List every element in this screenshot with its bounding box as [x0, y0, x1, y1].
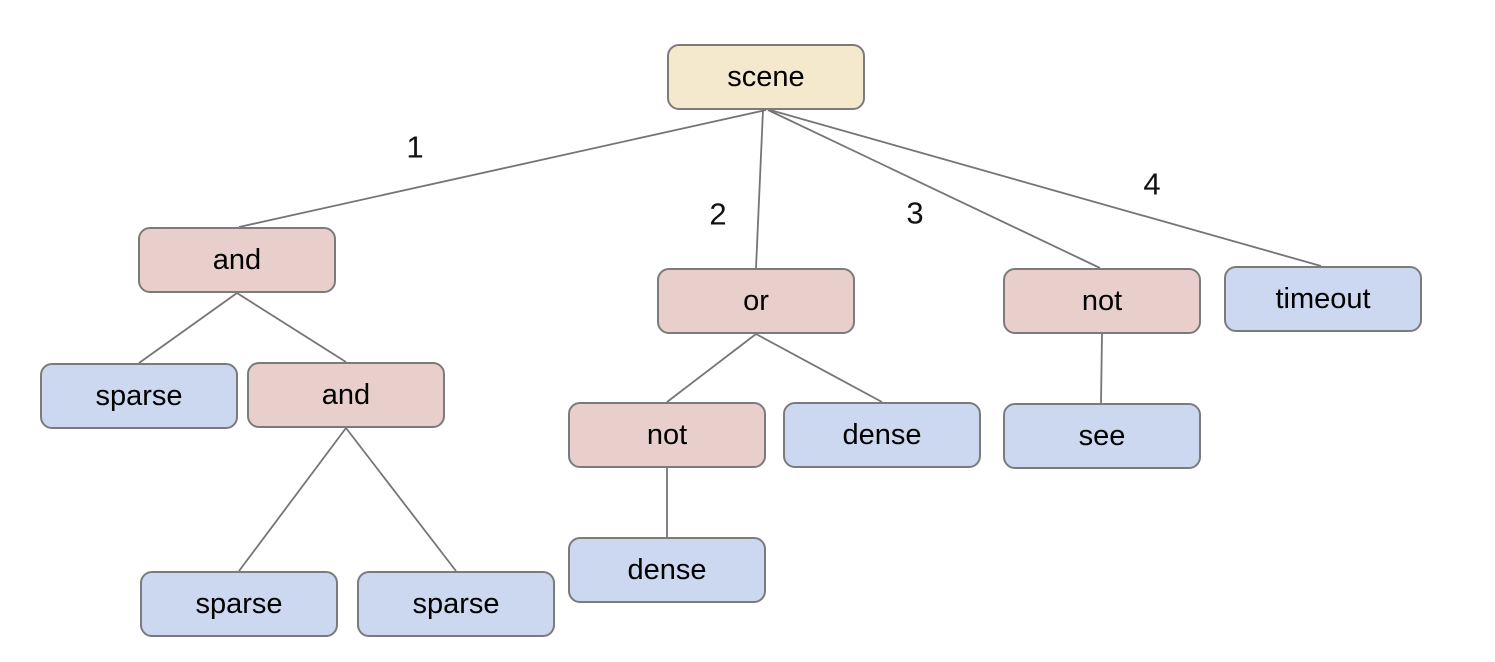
edge-label-4: 4 [1143, 166, 1161, 202]
node-sparse-2: sparse [140, 571, 338, 637]
edge-or-not [666, 333, 757, 403]
node-see: see [1003, 403, 1201, 469]
edge-and2-sparse [238, 427, 347, 572]
edge-and-sparse [138, 292, 238, 364]
edge-and-and [236, 292, 347, 363]
edge-scene-not [767, 109, 1101, 269]
node-sparse-3: sparse [357, 571, 555, 637]
edge-and2-sparse2 [345, 427, 457, 572]
node-sparse-1: sparse [40, 363, 238, 429]
edge-label-1: 1 [406, 129, 424, 165]
edge-not-see [1100, 333, 1103, 404]
node-dense-1: dense [783, 402, 981, 468]
edge-or-dense [755, 333, 883, 403]
edge-label-2: 2 [709, 196, 727, 232]
edge-scene-and [238, 109, 767, 228]
node-not-2: not [568, 402, 766, 468]
edge-scene-or [755, 109, 764, 269]
node-not-1: not [1003, 268, 1201, 334]
node-and-2: and [247, 362, 445, 428]
node-timeout: timeout [1224, 266, 1422, 332]
node-scene: scene [667, 44, 865, 110]
node-or-1: or [657, 268, 855, 334]
edge-scene-timeout [769, 109, 1322, 267]
node-and-1: and [138, 227, 336, 293]
edge-label-3: 3 [906, 195, 924, 231]
node-dense-2: dense [568, 537, 766, 603]
